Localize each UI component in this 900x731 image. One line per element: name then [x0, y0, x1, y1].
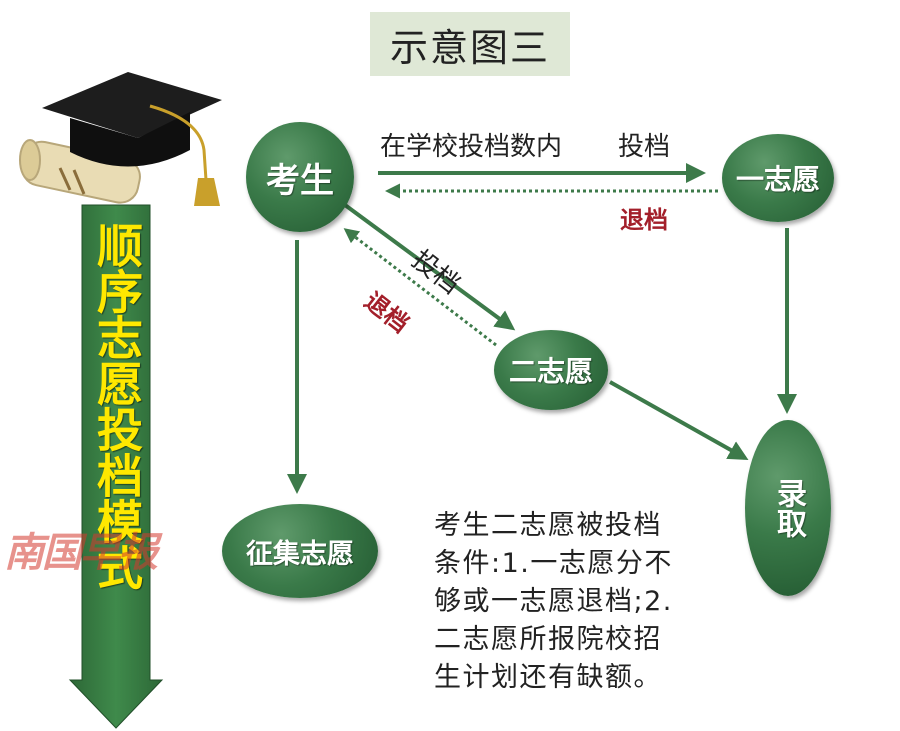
node-first-choice: 一志愿: [722, 134, 834, 222]
edge-label-return-top: 退档: [620, 206, 668, 234]
note-line: 生计划还有缺额。: [434, 662, 662, 693]
node-solicitation-label: 征集志愿: [246, 538, 354, 570]
note-line: 考生二志愿被投档: [434, 510, 662, 541]
node-admission: 录取: [745, 420, 831, 596]
node-second-choice-label: 二志愿: [508, 355, 593, 388]
arrow-second-to-admission: [609, 380, 749, 460]
node-first-choice-label: 一志愿: [735, 163, 820, 196]
node-candidate-label: 考生: [266, 160, 334, 201]
arrow-second-return: [343, 228, 497, 347]
side-banner-label: 顺序志愿投档模式: [90, 222, 144, 590]
edge-label-in-school-quota: 在学校投档数内: [380, 132, 563, 162]
watermark: 南国早报: [4, 529, 158, 576]
side-banner-arrow: [68, 204, 164, 729]
note-line: 够或一志愿退档;2.: [434, 586, 673, 617]
arrow-candidate-to-second: [343, 203, 516, 331]
diagram-title: 示意图三: [370, 12, 570, 76]
node-admission-label: 录取: [771, 478, 806, 538]
node-candidate: 考生: [246, 122, 354, 232]
node-solicitation: 征集志愿: [222, 504, 378, 598]
node-second-choice: 二志愿: [494, 330, 608, 410]
condition-note: 考生二志愿被投档 条件:1.一志愿分不 够或一志愿退档;2. 二志愿所报院校招 …: [434, 507, 704, 697]
graduation-cap-icon: [42, 72, 222, 206]
note-line: 二志愿所报院校招: [434, 624, 662, 655]
edge-label-submit-top: 投档: [618, 132, 671, 162]
note-line: 条件:1.一志愿分不: [434, 548, 673, 579]
